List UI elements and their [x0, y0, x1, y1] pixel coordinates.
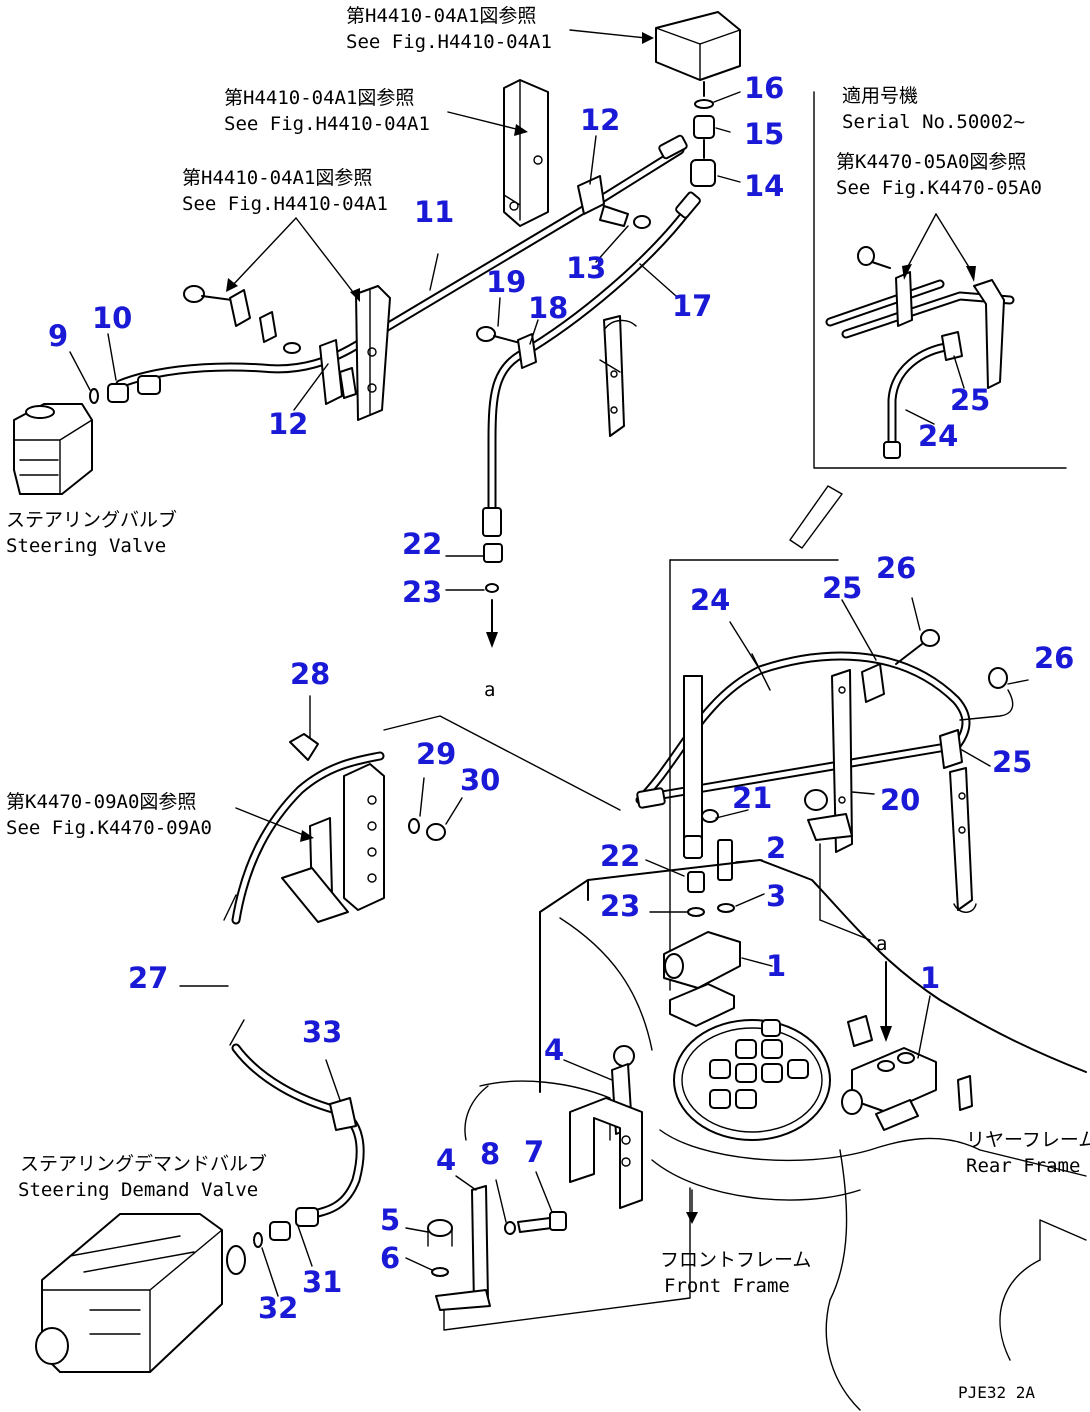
callout-20: 20 [880, 783, 920, 817]
ref-k4470-05-jp: 第K4470-05A0図参照 [836, 151, 1026, 173]
connector-a-lower: a [876, 933, 887, 955]
bracket-20 [804, 669, 853, 853]
steering-valve [13, 403, 93, 495]
hose-11 [115, 134, 688, 389]
callout-2: 2 [766, 831, 786, 865]
ref-h4410-top-en: See Fig.H4410-04A1 [346, 31, 552, 53]
connector-arrows [686, 843, 871, 1224]
callout-13: 13 [566, 251, 606, 285]
callout-4-lower: 4 [436, 1143, 456, 1177]
callout-19: 19 [486, 265, 526, 299]
ref-h4410-left-en: See Fig.H4410-04A1 [182, 193, 388, 215]
callout-23-upper: 23 [402, 575, 442, 609]
fittings-center [687, 809, 735, 917]
callout-16: 16 [744, 71, 784, 105]
hose-17 [482, 191, 701, 537]
ref-h4410-mid-jp: 第H4410-04A1図参照 [224, 87, 414, 109]
callout-26-right: 26 [1034, 641, 1074, 675]
rear-frame [539, 859, 1087, 1411]
callout-10: 10 [92, 301, 132, 335]
front-frame-en: Front Frame [664, 1275, 790, 1297]
inset-frame [813, 91, 1067, 469]
callout-22-lower: 22 [600, 839, 640, 873]
ref-h4410-mid-en: See Fig.H4410-04A1 [224, 113, 430, 135]
leader-lines [69, 29, 1029, 1297]
callout-32: 32 [258, 1291, 298, 1325]
callout-27: 27 [128, 961, 168, 995]
serial-en: Serial No.50002~ [842, 111, 1025, 133]
callout-33: 33 [302, 1015, 342, 1049]
callout-22-upper: 22 [402, 527, 442, 561]
callout-25-inset: 25 [950, 383, 990, 417]
callout-23-lower: 23 [600, 889, 640, 923]
block-1-right [841, 961, 973, 1131]
callout-31: 31 [302, 1265, 342, 1299]
callout-11: 11 [414, 195, 454, 229]
pipe-21-vertical [669, 559, 839, 991]
callout-7: 7 [524, 1135, 544, 1169]
fitting-stack-16-14 [690, 99, 716, 187]
callout-6: 6 [380, 1241, 400, 1275]
callout-25-top: 25 [822, 571, 862, 605]
callout-8: 8 [480, 1137, 500, 1171]
callout-18: 18 [528, 291, 568, 325]
callout-3: 3 [766, 879, 786, 913]
serial-jp: 適用号機 [842, 85, 918, 107]
ref-h4410-top-jp: 第H4410-04A1図参照 [346, 5, 536, 27]
block-1-center [663, 931, 741, 1027]
steering-demand-valve [35, 1213, 246, 1373]
callout-26-top: 26 [876, 551, 916, 585]
callout-15: 15 [744, 117, 784, 151]
steering-valve-en: Steering Valve [6, 535, 166, 557]
clamps-25-26 [861, 629, 1014, 913]
hose-27-33 [231, 1043, 365, 1248]
clamp-12-top [577, 175, 651, 229]
ref-k4470-09-jp: 第K4470-09A0図参照 [6, 791, 196, 813]
callout-1-center: 1 [766, 949, 786, 983]
bracket-28-30 [231, 715, 621, 925]
callout-12-top: 12 [580, 103, 620, 137]
rear-frame-jp: リヤーフレーム [966, 1129, 1090, 1151]
rear-frame-en: Rear Frame [966, 1155, 1080, 1177]
callout-25-right: 25 [992, 745, 1032, 779]
callout-14: 14 [744, 169, 784, 203]
break-marks [223, 485, 843, 1046]
front-frame-parts [427, 1045, 691, 1331]
callout-24: 24 [690, 583, 730, 617]
ref-k4470-05-en: See Fig.K4470-05A0 [836, 177, 1042, 199]
callout-30: 30 [460, 763, 500, 797]
callout-21: 21 [732, 781, 772, 815]
fittings-22-23-upper [483, 543, 503, 648]
callout-28: 28 [290, 657, 330, 691]
front-frame-jp: フロントフレーム [660, 1249, 811, 1271]
top-box [655, 11, 741, 97]
ref-k4470-09-en: See Fig.K4470-09A0 [6, 817, 212, 839]
callout-29: 29 [416, 737, 456, 771]
clamp-18-19 [476, 315, 637, 437]
clamp-group-left [183, 285, 391, 421]
callout-12-left: 12 [268, 407, 308, 441]
figure-code: PJE32 2A [958, 1383, 1035, 1402]
callout-24-inset: 24 [918, 419, 958, 453]
steering-valve-jp: ステアリングバルブ [6, 508, 177, 531]
callout-9: 9 [48, 319, 68, 353]
callout-17: 17 [672, 289, 712, 323]
callouts: 16 15 14 12 13 11 19 18 17 9 10 12 22 23… [48, 71, 1074, 1325]
demand-valve-en: Steering Demand Valve [18, 1179, 258, 1201]
bracket-top-middle [503, 79, 549, 227]
callout-4-upper: 4 [544, 1033, 564, 1067]
connector-a-upper: a [484, 679, 495, 701]
demand-valve-jp: ステアリングデマンドバルブ [20, 1152, 267, 1175]
callout-5: 5 [380, 1203, 400, 1237]
callout-1-right: 1 [920, 961, 940, 995]
text-notes: 第H4410-04A1図参照 See Fig.H4410-04A1 第H4410… [6, 5, 1090, 1402]
fittings-9-10 [89, 375, 161, 404]
ref-h4410-left-jp: 第H4410-04A1図参照 [182, 167, 372, 189]
